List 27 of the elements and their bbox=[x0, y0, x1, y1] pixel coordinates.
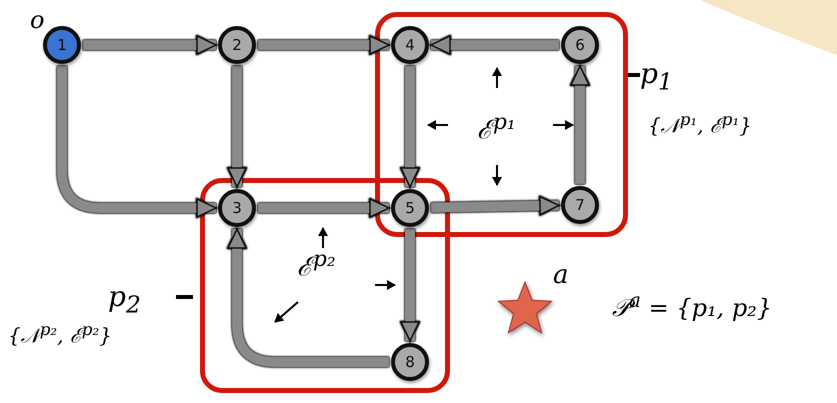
edge-set-label: ℰ$^{p₁}$ bbox=[477, 112, 516, 144]
arrow bbox=[400, 66, 420, 188]
arrow bbox=[258, 35, 390, 55]
arrow bbox=[400, 229, 420, 342]
graph-node: 7 bbox=[561, 186, 599, 224]
path-label: p$_{2}$ bbox=[108, 283, 141, 317]
graph-node: 6 bbox=[561, 26, 599, 64]
graph-node: 1 bbox=[43, 26, 81, 64]
graph-node: 3 bbox=[218, 189, 256, 227]
arrow bbox=[430, 35, 559, 55]
formula-label: 𝒫$^{a}$ = {p₁, p₂} bbox=[612, 290, 772, 320]
edge-set-label: ℰ$^{p₂}$ bbox=[297, 249, 336, 281]
arrow bbox=[83, 35, 217, 55]
origin-label: o bbox=[30, 8, 44, 32]
arrow bbox=[227, 66, 247, 188]
graph-node: 8 bbox=[391, 343, 429, 381]
agent-label: a bbox=[553, 262, 569, 288]
graph-node: 5 bbox=[391, 189, 429, 227]
arrow bbox=[57, 66, 217, 218]
graph-node: 4 bbox=[391, 26, 429, 64]
arrow bbox=[227, 228, 389, 367]
graph-node: 2 bbox=[218, 26, 256, 64]
arrow bbox=[258, 198, 390, 218]
set-label: {𝒩$^{p₂}$, ℰ$^{p₂}$} bbox=[8, 322, 112, 346]
path-label: p$_{1}$ bbox=[640, 60, 673, 94]
arrow bbox=[570, 65, 590, 184]
set-label: {𝒩$^{p₁}$, ℰ$^{p₁}$} bbox=[648, 112, 752, 136]
